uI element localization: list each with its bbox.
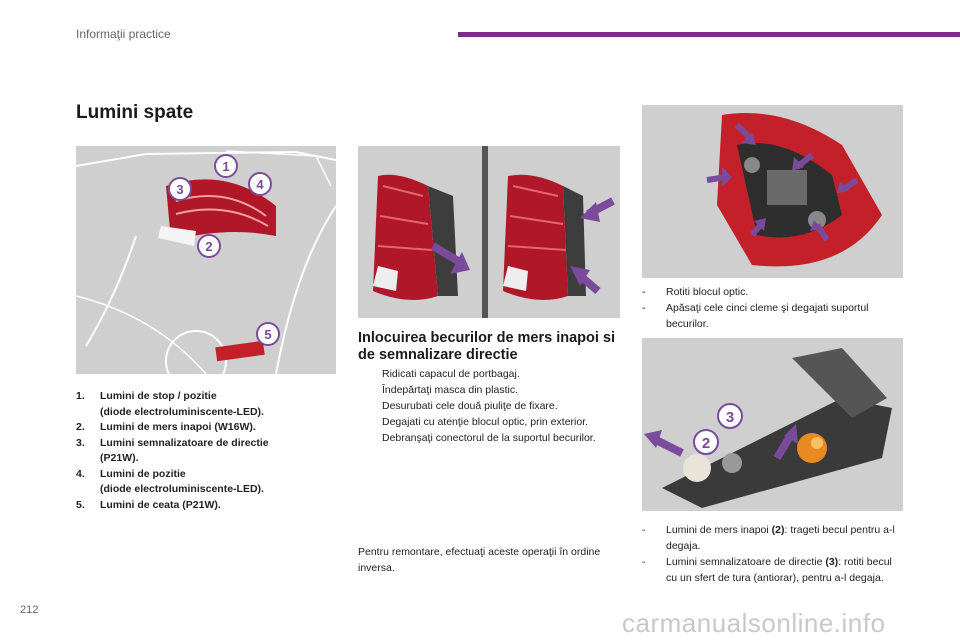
section-title-replacement: Inlocuirea becurilor de mers inapoi si d… [358,330,616,363]
callout-3: 3 [176,182,183,197]
list-sublabel: (P21W). [100,452,139,464]
lamp-removal-images [358,146,620,318]
list-text: Lumini de pozitie (diode electroluminisce… [100,467,264,498]
list-item: 4. Lumini de pozitie (diode electroluminis… [76,467,336,498]
clip-steps: - Rotiti blocul optic. - Apăsaţi cele cinci… [642,284,904,332]
list-text: Lumini de ceata (P21W). [100,498,221,514]
callout-3-holder: 3 [726,409,734,426]
list-number: 3. [76,436,85,449]
list-number: 4. [76,467,85,480]
step-item: Degajati cu atenţie blocul optic, prin e… [358,414,620,430]
bullet-icon [358,382,382,398]
step-text: Îndepărtaţi masca din plastic. [382,384,518,396]
list-item: 1. Lumini de stop / pozitie (diode electro… [76,389,336,420]
header-accent-bar [458,32,960,37]
dash-text: Apăsaţi cele cinci cleme şi degajati sup… [666,302,869,330]
step-text: Ridicati capacul de portbagaj. [382,368,520,380]
step-item: Ridicati capacul de portbagaj. [358,366,620,382]
page-number: 212 [20,604,39,616]
dash-item: - Lumini semnalizatoare de directie (3): … [642,554,904,586]
step-text: Desurubati cele două piuliţe de fixare. [382,400,558,412]
list-label: Lumini de stop / pozitie [100,390,217,402]
list-text: Lumini de mers inapoi (W16W). [100,420,256,436]
list-label: Lumini de pozitie [100,467,186,480]
bulb-steps: - Lumini de mers inapoi (2): trageti becu… [642,522,904,586]
callout-1: 1 [222,159,229,174]
list-label: Lumini de mers inapoi (W16W). [100,421,256,433]
bullet-icon [358,430,382,446]
bulb-holder-image: 3 2 [642,338,903,511]
dash-text-ref: (2) [771,524,785,536]
list-number: 2. [76,421,85,433]
list-text: Lumini semnalizatoare de directie (P21W). [100,436,269,467]
callout-2-holder: 2 [702,435,710,452]
watermark: carmanualsonline.info [622,608,886,638]
list-text: Lumini de stop / pozitie (diode electrolu… [100,389,264,420]
dash-item: - Lumini de mers inapoi (2): trageti becu… [642,522,904,554]
section-header: Informaţii practice [76,27,171,41]
list-item: 2. Lumini de mers inapoi (W16W). [76,420,336,436]
step-text: Debranşaţi conectorul de la suportul bec… [382,432,596,444]
dash-text-post: : rotiti becul cu un sfert de tura (anti… [666,556,892,584]
list-number: 1. [76,390,85,402]
reassembly-note: Pentru remontare, efectuaţi aceste opera… [358,546,601,574]
dash-text: Lumini de mers inapoi (2): trageti becul… [666,522,904,554]
callout-5: 5 [264,327,271,342]
bullet-icon [358,414,382,430]
bulb-list: 1. Lumini de stop / pozitie (diode electro… [76,389,336,513]
list-item: 5. Lumini de ceata (P21W). [76,498,336,514]
step-item: Îndepărtaţi masca din plastic. [358,382,620,398]
dash-marker: - [642,286,646,298]
page-title: Lumini spate [76,102,194,123]
dash-marker: - [642,524,646,536]
callout-2: 2 [205,239,212,254]
lamp-clips-image [642,105,903,278]
list-label: Lumini semnalizatoare de directie [100,436,269,449]
bullet-icon [358,398,382,414]
dash-text-ref: (3) [825,556,839,568]
callout-4: 4 [256,177,264,192]
dash-text-post: : trageti becul pentru a-l degaja. [666,524,895,552]
dash-marker: - [642,556,646,568]
dash-text-pre: Lumini de mers inapoi [666,524,772,536]
step-text: Degajati cu atenţie blocul optic, prin e… [382,416,589,428]
list-item: 3. Lumini semnalizatoare de directie (P21W… [76,436,336,467]
list-sublabel: (diode electroluminiscente-LED). [100,405,264,418]
dash-item: - Apăsaţi cele cinci cleme şi degajati su… [642,300,904,332]
list-label: Lumini de ceata (P21W). [100,498,221,511]
rear-lights-diagram: 1 3 4 2 5 [76,146,336,374]
dash-item: - Rotiti blocul optic. [642,284,904,300]
list-number: 5. [76,498,85,511]
dash-marker: - [642,302,646,314]
dash-text: Lumini semnalizatoare de directie (3): r… [666,554,904,586]
step-item: Desurubati cele două piuliţe de fixare. [358,398,620,414]
bullet-icon [358,366,382,382]
dash-text: Rotiti blocul optic. [666,286,749,298]
replacement-steps: Ridicati capacul de portbagaj. Îndepărtaţ… [358,366,620,446]
step-item: Debranşaţi conectorul de la suportul bec… [358,430,620,446]
list-sublabel: (diode electroluminiscente-LED). [100,483,264,495]
dash-text-pre: Lumini semnalizatoare de directie [666,556,826,568]
